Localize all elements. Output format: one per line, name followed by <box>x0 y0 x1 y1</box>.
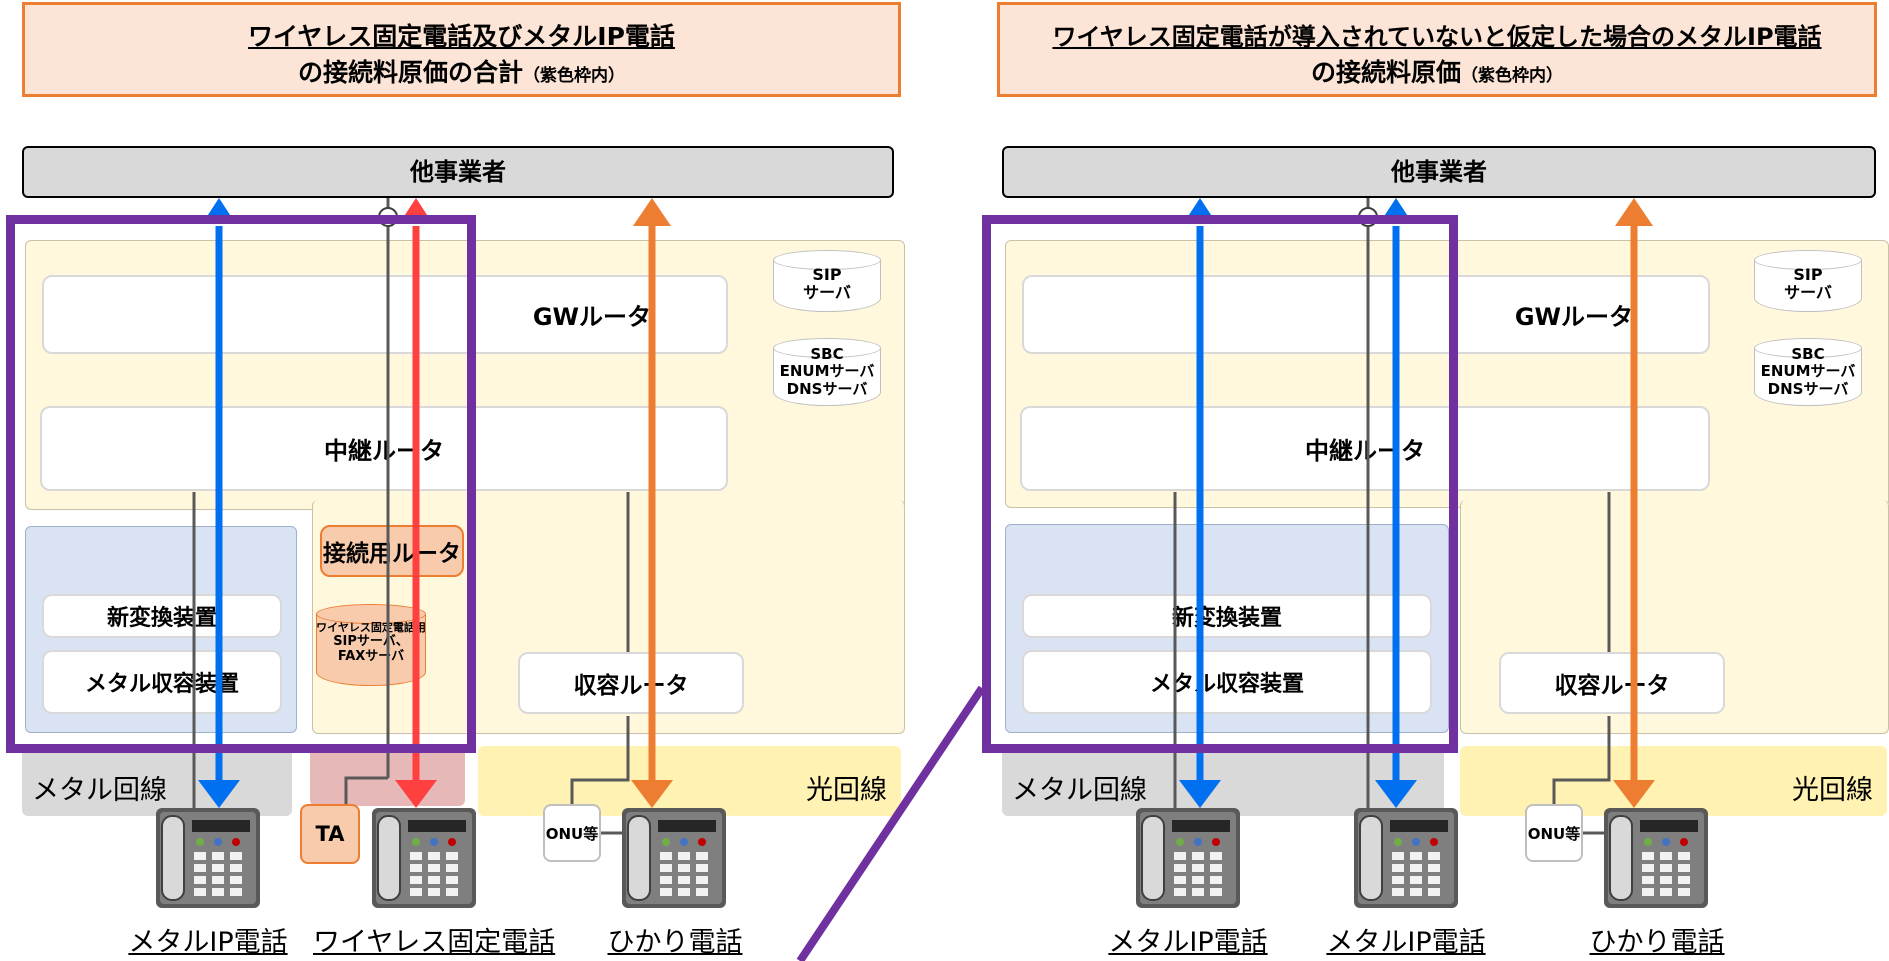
left-sbc-label: SBC <box>810 345 844 363</box>
left-onu-box: ONU等 <box>543 804 601 862</box>
right-phone-label-metal-ip-1: メタルIP電話 <box>1108 927 1268 958</box>
left-wireless-server-label1: ワイヤレス固定電話用 <box>316 621 426 634</box>
left-phone-label-metal-ip: メタルIP電話 <box>128 927 288 958</box>
left-ta-box: TA <box>300 804 360 864</box>
right-phone-label-hikari: ひかり電話 <box>1589 927 1725 958</box>
right-dns-label: DNSサーバ <box>1767 379 1849 398</box>
left-metal-ip-phone-icon <box>155 807 261 909</box>
left-accommodation-router: 収容ルータ <box>518 652 744 714</box>
right-accommodation-router: 収容ルータ <box>1499 652 1725 714</box>
right-metal-line-strip: メタル回線 <box>1002 746 1444 816</box>
left-sip-label: SIP <box>812 265 842 284</box>
right-sbc-server-icon: SBC ENUMサーバ DNSサーバ <box>1754 338 1862 406</box>
right-optical-line-label: 光回線 <box>1792 775 1873 806</box>
left-phone-label-hikari: ひかり電話 <box>607 927 743 958</box>
left-gw-router: GWルータ <box>42 275 728 354</box>
right-purple-frame <box>982 215 1458 753</box>
left-dns-label: DNSサーバ <box>786 379 868 398</box>
right-phone-label-metal-ip-2: メタルIP電話 <box>1326 927 1486 958</box>
right-metal-ip-phone-icon-2 <box>1353 807 1459 909</box>
left-wireless-server-label2: SIPサーバ、 <box>333 633 409 649</box>
right-title-line1: ワイヤレス固定電話が導入されていないと仮定した場合のメタルIP電話 <box>1052 23 1822 51</box>
left-operator-box: 他事業者 <box>22 146 894 198</box>
left-sbc-server-icon: SBC ENUMサーバ DNSサーバ <box>773 338 881 406</box>
right-new-converter: 新変換装置 <box>1022 594 1432 638</box>
left-hikari-phone-icon <box>621 807 727 909</box>
right-metal-ip-phone-icon-1 <box>1135 807 1241 909</box>
right-sip-label: SIP <box>1793 265 1823 284</box>
left-new-converter: 新変換装置 <box>42 594 282 638</box>
left-metal-line-label: メタル回線 <box>32 775 167 806</box>
left-purple-frame <box>6 215 476 753</box>
left-title-box: ワイヤレス固定電話及びメタルIP電話 の接続料原価の合計（紫色枠内） <box>22 2 901 97</box>
left-title-line1: ワイヤレス固定電話及びメタルIP電話 <box>248 22 675 51</box>
left-enum-label: ENUMサーバ <box>779 362 875 381</box>
left-sip-server-icon: SIP サーバ <box>773 250 881 312</box>
right-metal-line-label: メタル回線 <box>1012 775 1147 806</box>
right-onu-box: ONU等 <box>1525 804 1583 862</box>
right-gw-router: GWルータ <box>1022 275 1710 354</box>
left-title-note: （紫色枠内） <box>523 66 625 86</box>
right-server-label: サーバ <box>1784 283 1832 303</box>
right-sbc-label: SBC <box>1791 345 1825 363</box>
right-title-line2: の接続料原価 <box>1310 58 1461 87</box>
right-title-box: ワイヤレス固定電話が導入されていないと仮定した場合のメタルIP電話 の接続料原価… <box>997 2 1877 97</box>
left-metal-accommodation: メタル収容装置 <box>42 650 282 714</box>
left-relay-router: 中継ルータ <box>40 406 728 491</box>
left-server-label: サーバ <box>803 283 851 303</box>
purple-connector-line <box>796 685 986 961</box>
left-optical-line-label: 光回線 <box>806 775 887 806</box>
right-relay-router: 中継ルータ <box>1020 406 1710 491</box>
right-title-note: （紫色枠内） <box>1461 66 1563 86</box>
left-phone-label-wireless: ワイヤレス固定電話 <box>313 927 556 958</box>
right-operator-box: 他事業者 <box>1002 146 1876 198</box>
right-hikari-phone-icon <box>1603 807 1709 909</box>
left-connection-router: 接続用ルータ <box>320 525 464 577</box>
right-sip-server-icon: SIP サーバ <box>1754 250 1862 312</box>
left-metal-line-strip: メタル回線 <box>22 746 292 816</box>
left-title-line2: の接続料原価の合計 <box>297 58 523 87</box>
left-wireless-phone-icon <box>371 807 477 909</box>
right-enum-label: ENUMサーバ <box>1760 362 1856 381</box>
